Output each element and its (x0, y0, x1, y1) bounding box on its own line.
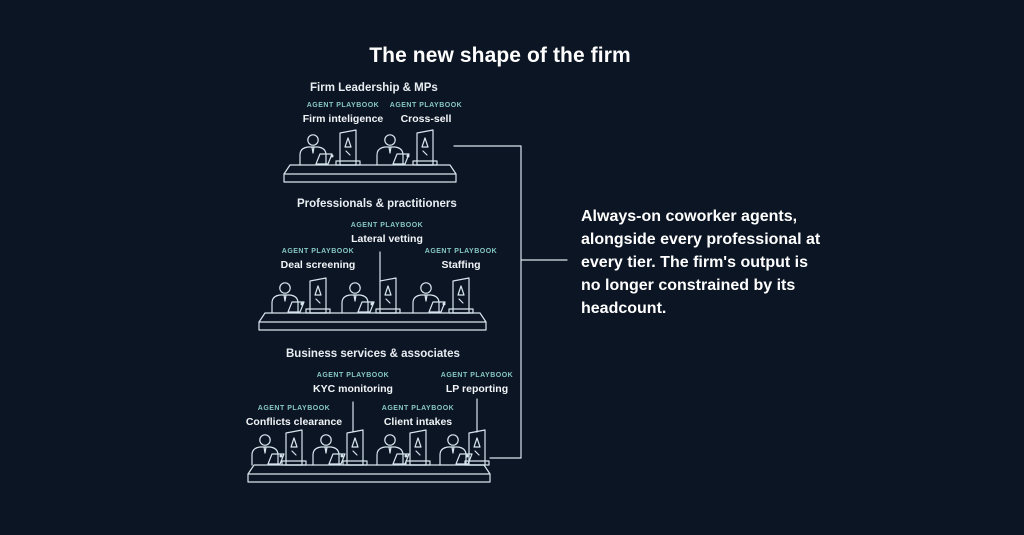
playbook-tag: AGENT PLAYBOOK (350, 222, 424, 229)
playbook-staffing: AGENT PLAYBOOK Staffing (425, 248, 497, 271)
laptop-icon (328, 453, 346, 465)
playbook-label: LP reporting (445, 383, 509, 395)
person-tie-icon (451, 446, 455, 454)
playbook-label: Lateral vetting (351, 233, 423, 245)
connector-dot (404, 454, 408, 458)
playbook-lp-reporting: AGENT PLAYBOOK LP reporting (441, 372, 513, 395)
playbook-label: Deal screening (280, 259, 356, 271)
agent-glyph-icon (473, 437, 481, 456)
agent-glyph-icon (421, 137, 429, 156)
person-head-icon (279, 282, 291, 294)
person-body-icon (251, 446, 279, 466)
connector-dot (340, 454, 344, 458)
agent-base-icon (335, 160, 361, 166)
agent-glyph-icon (314, 285, 322, 304)
laptop-icon (287, 301, 305, 313)
agent-base-icon (412, 160, 438, 166)
agent-base-icon (448, 308, 474, 314)
agent-base-icon (405, 460, 431, 466)
playbook-label: Client intakes (383, 416, 453, 428)
tier-heading-business-services: Business services & associates (286, 348, 460, 360)
laptop-icon (392, 153, 410, 165)
playbook-deal-screening: AGENT PLAYBOOK Deal screening (281, 248, 356, 271)
tier-heading-professionals: Professionals & practitioners (297, 198, 457, 210)
connector-dot (300, 302, 304, 306)
person-tie-icon (388, 446, 392, 454)
person-body-icon (439, 446, 467, 466)
connector-dot (406, 154, 410, 158)
laptop-icon (267, 453, 285, 465)
person-head-icon (320, 434, 332, 446)
playbook-cross-sell: AGENT PLAYBOOK Cross-sell (390, 102, 462, 125)
agent-glyph-icon (290, 437, 298, 456)
playbook-tag: AGENT PLAYBOOK (389, 102, 463, 109)
playbook-firm-intelligence: AGENT PLAYBOOK Firm inteligence (303, 102, 384, 125)
playbook-tag: AGENT PLAYBOOK (316, 372, 390, 379)
agent-base-icon (305, 308, 331, 314)
playbook-lateral-vetting: AGENT PLAYBOOK Lateral vetting (351, 222, 423, 245)
person-body-icon (376, 146, 404, 166)
person-tie-icon (311, 146, 315, 154)
agent-glyph-icon (344, 137, 352, 156)
connector-dot (330, 154, 334, 158)
agent-base-icon (464, 460, 490, 466)
playbook-tag: AGENT PLAYBOOK (306, 102, 380, 109)
laptop-icon (392, 453, 410, 465)
bracket-line (453, 145, 522, 459)
connector-dot (279, 454, 283, 458)
agent-base-icon (281, 460, 307, 466)
side-caption: Always-on coworker agents, alongside eve… (581, 208, 821, 317)
person-tie-icon (324, 446, 328, 454)
connector-dot (465, 454, 469, 458)
playbook-label: Cross-sell (400, 113, 452, 125)
playbook-tag: AGENT PLAYBOOK (281, 248, 355, 255)
playbook-kyc-monitoring: AGENT PLAYBOOK KYC monitoring (313, 372, 393, 395)
agent-glyph-icon (414, 437, 422, 456)
laptop-icon (315, 153, 333, 165)
playbook-tag: AGENT PLAYBOOK (257, 405, 331, 412)
playbook-label: Conflicts clearance (245, 416, 343, 428)
playbook-label: Staffing (441, 259, 481, 271)
person-tie-icon (353, 294, 357, 302)
person-body-icon (412, 294, 440, 314)
person-tie-icon (263, 446, 267, 454)
agent-base-icon (342, 460, 368, 466)
playbook-conflicts-clearance: AGENT PLAYBOOK Conflicts clearance (246, 405, 342, 428)
playbook-client-intakes: AGENT PLAYBOOK Client intakes (382, 405, 454, 428)
person-head-icon (420, 282, 432, 294)
playbook-label: Firm inteligence (302, 113, 384, 125)
connector-dot (370, 302, 374, 306)
laptop-icon (428, 301, 446, 313)
agent-glyph-icon (457, 285, 465, 304)
person-body-icon (312, 446, 340, 466)
agent-glyph-icon (351, 437, 359, 456)
laptop-icon (357, 301, 375, 313)
playbook-tag: AGENT PLAYBOOK (424, 248, 498, 255)
playbook-label: KYC monitoring (313, 383, 393, 395)
person-head-icon (349, 282, 361, 294)
person-head-icon (259, 434, 271, 446)
connector-dot (442, 302, 446, 306)
playbook-tag: AGENT PLAYBOOK (440, 372, 514, 379)
person-body-icon (299, 146, 327, 166)
person-head-icon (447, 434, 459, 446)
person-body-icon (271, 294, 299, 314)
laptop-icon (455, 453, 473, 465)
person-body-icon (376, 446, 404, 466)
person-tie-icon (283, 294, 287, 302)
person-body-icon (341, 294, 369, 314)
agent-base-icon (375, 308, 401, 314)
person-tie-icon (388, 146, 392, 154)
page-title: The new shape of the firm (369, 44, 631, 67)
person-head-icon (384, 134, 396, 146)
tier-heading-leadership: Firm Leadership & MPs (310, 82, 438, 94)
agent-glyph-icon (384, 285, 392, 304)
person-head-icon (307, 134, 319, 146)
playbook-tag: AGENT PLAYBOOK (381, 405, 455, 412)
person-head-icon (384, 434, 396, 446)
person-tie-icon (424, 294, 428, 302)
